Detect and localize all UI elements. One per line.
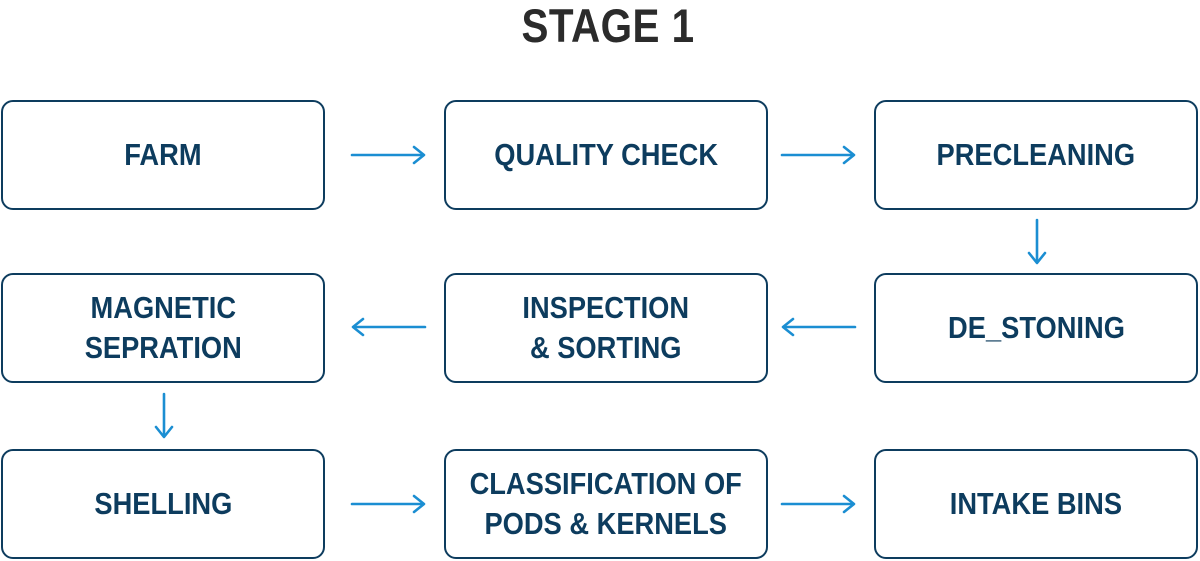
step-shelling: SHELLING xyxy=(1,449,325,559)
step-de-stoning: DE_STONING xyxy=(874,273,1198,383)
arrow-de-stoning-to-inspection xyxy=(781,317,857,337)
step-classification: CLASSIFICATION OF PODS & KERNELS xyxy=(444,449,768,559)
step-de-stoning-label: DE_STONING xyxy=(947,310,1125,345)
step-magnetic-separation: MAGNETIC SEPRATION xyxy=(1,273,325,383)
step-inspection-sorting: INSPECTION & SORTING xyxy=(444,273,768,383)
step-intake-bins-label: INTAKE BINS xyxy=(949,486,1123,521)
arrow-quality-check-to-precleaning xyxy=(780,145,856,165)
step-quality-check-label: QUALITY CHECK xyxy=(494,137,718,172)
arrow-inspection-to-magnetic xyxy=(351,317,427,337)
step-precleaning-label: PRECLEANING xyxy=(936,137,1136,172)
step-magnetic-separation-label: MAGNETIC SEPRATION xyxy=(84,290,242,365)
step-classification-label: CLASSIFICATION OF PODS & KERNELS xyxy=(469,466,743,541)
arrow-precleaning-to-de-stoning xyxy=(1027,218,1047,265)
arrow-shelling-to-classification xyxy=(350,494,426,514)
step-quality-check: QUALITY CHECK xyxy=(444,100,768,210)
arrow-classification-to-intake-bins xyxy=(780,494,856,514)
step-farm: FARM xyxy=(1,100,325,210)
page-title: STAGE 1 xyxy=(521,0,695,52)
step-intake-bins: INTAKE BINS xyxy=(874,449,1198,559)
step-precleaning: PRECLEANING xyxy=(874,100,1198,210)
step-inspection-sorting-label: INSPECTION & SORTING xyxy=(522,290,690,365)
step-farm-label: FARM xyxy=(124,137,202,172)
arrow-farm-to-quality-check xyxy=(350,145,426,165)
arrow-magnetic-to-shelling xyxy=(154,392,174,439)
step-shelling-label: SHELLING xyxy=(94,486,232,521)
